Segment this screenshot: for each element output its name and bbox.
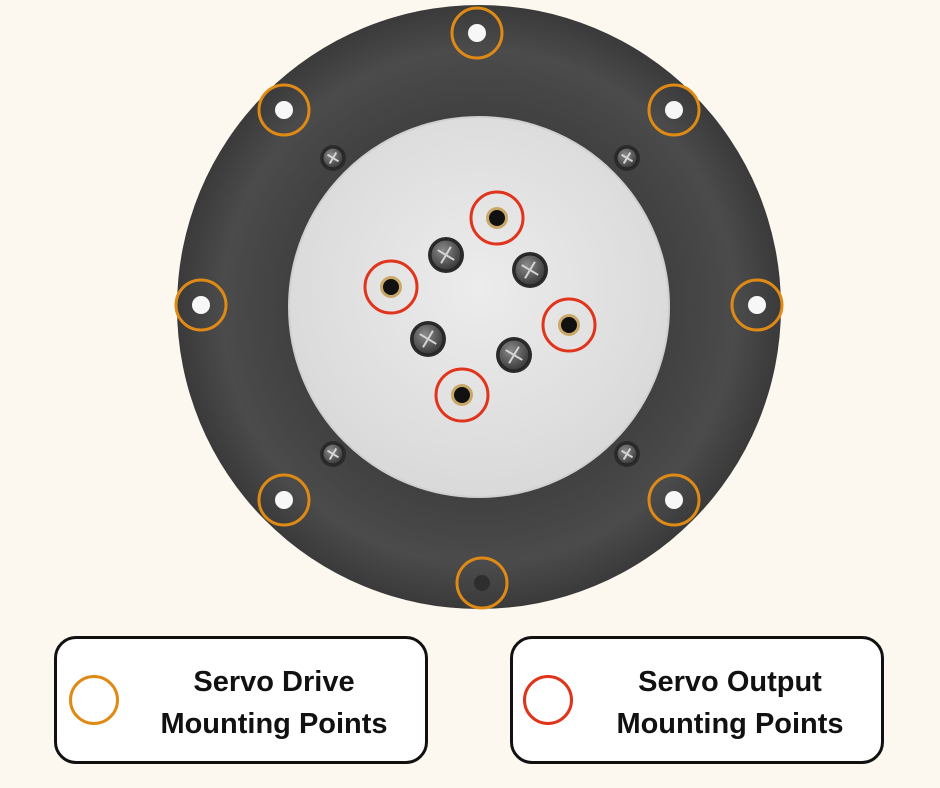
plate-screws bbox=[410, 237, 548, 373]
servo-horn-diagram bbox=[174, 5, 784, 610]
output-mounting-points bbox=[363, 190, 597, 423]
ring-screw-3 bbox=[320, 441, 346, 467]
ring-screw-2 bbox=[614, 145, 640, 171]
drive-mounting-point-4 bbox=[174, 278, 228, 332]
legend-output: Servo Output Mounting Points bbox=[510, 636, 884, 764]
plate-screw-1 bbox=[428, 237, 464, 273]
drive-mounting-point-2 bbox=[257, 83, 311, 137]
plate-screw-4 bbox=[496, 337, 532, 373]
output-mounting-point-3 bbox=[541, 297, 597, 353]
legend-drive-line2: Mounting Points bbox=[160, 708, 388, 740]
legend-drive-line1: Servo Drive bbox=[193, 666, 355, 698]
drive-mounting-point-1 bbox=[450, 6, 504, 60]
drive-mounting-point-7 bbox=[647, 473, 701, 527]
output-mounting-point-2 bbox=[363, 259, 419, 315]
legend-output-line2: Mounting Points bbox=[616, 708, 844, 740]
output-mounting-point-1 bbox=[469, 190, 525, 246]
legend-drive-label: Servo Drive Mounting Points bbox=[131, 661, 417, 745]
drive-mounting-points bbox=[174, 6, 784, 610]
drive-mounting-point-8 bbox=[455, 556, 509, 610]
ring-screws bbox=[320, 145, 640, 467]
drive-mounting-point-5 bbox=[730, 278, 784, 332]
output-plate bbox=[288, 116, 670, 498]
plate-screw-3 bbox=[410, 321, 446, 357]
drive-mounting-point-3 bbox=[647, 83, 701, 137]
ring-screw-4 bbox=[614, 441, 640, 467]
ring-screw-1 bbox=[320, 145, 346, 171]
legend-output-label: Servo Output Mounting Points bbox=[587, 661, 873, 745]
plate-screw-2 bbox=[512, 252, 548, 288]
drive-mounting-point-6 bbox=[257, 473, 311, 527]
orange-circle-icon bbox=[69, 675, 119, 725]
legend-output-line1: Servo Output bbox=[638, 666, 822, 698]
output-mounting-point-4 bbox=[434, 367, 490, 423]
red-circle-icon bbox=[523, 675, 573, 725]
legend-drive: Servo Drive Mounting Points bbox=[54, 636, 428, 764]
